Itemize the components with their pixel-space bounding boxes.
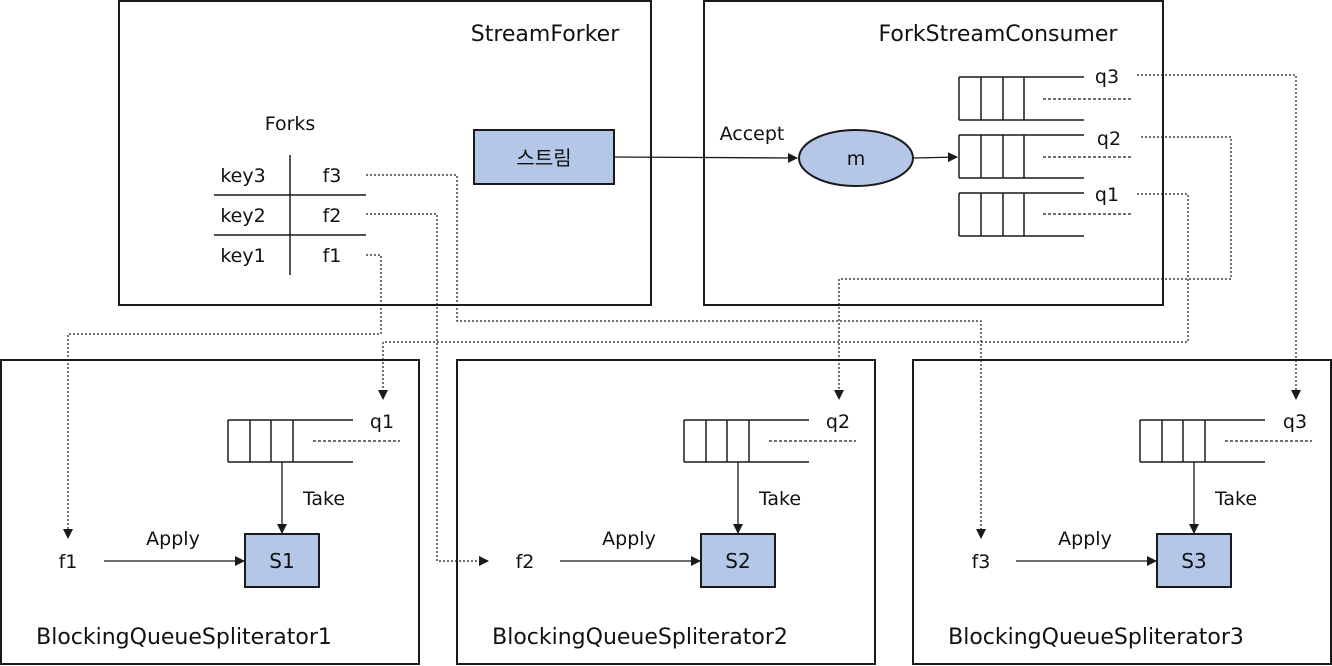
spliterator-3-box: BlockingQueueSpliterator3 q3 Take f3 App… [912, 359, 1332, 665]
spliterator-3-stream-node [1156, 533, 1232, 588]
stream-forker-title: StreamForker [471, 22, 620, 47]
spliterator-2-queue [683, 419, 856, 463]
spliterator-1-queue [227, 419, 400, 463]
m-node [798, 129, 914, 187]
consumer-queue-q1 [958, 192, 1132, 237]
spliterator-1-title: BlockingQueueSpliterator1 [36, 625, 332, 650]
spliterator-2-fork-label: f2 [516, 551, 535, 573]
spliterator-3-fork-label: f3 [972, 551, 991, 573]
m-to-queue-arrow [913, 152, 958, 163]
spliterator-1-queue-label: q1 [370, 411, 394, 433]
stream-node [473, 129, 615, 185]
forks-key-1: key1 [220, 245, 265, 267]
q3-connector [1137, 74, 1301, 400]
forks-label: Forks [265, 113, 316, 135]
spliterator-2-stream-label: S2 [725, 549, 750, 573]
consumer-queue-q3-label: q3 [1095, 66, 1119, 88]
consumer-queue-q1-label: q1 [1095, 184, 1119, 206]
spliterator-2-stream-node [700, 533, 776, 588]
spliterator-1-stream-label: S1 [269, 549, 294, 573]
spliterator-3-apply-label: Apply [1058, 528, 1112, 550]
consumer-queue-q2 [958, 134, 1132, 179]
q1-connector [378, 193, 1189, 400]
f2-connector [366, 213, 489, 566]
spliterator-2-queue-label: q2 [826, 411, 850, 433]
consumer-queue-q3 [958, 76, 1132, 121]
spliterator-2-take-label: Take [758, 488, 801, 510]
spliterator-2-apply-label: Apply [602, 528, 656, 550]
forks-key-3: key3 [220, 165, 265, 187]
spliterator-3-title: BlockingQueueSpliterator3 [948, 625, 1244, 650]
consumer-queue-q2-label: q2 [1097, 128, 1121, 150]
f1-connector [63, 254, 382, 539]
forks-value-2: f2 [323, 205, 342, 227]
forks-value-1: f1 [323, 245, 342, 267]
spliterator-1-stream-node [244, 533, 320, 588]
spliterator-3-stream-label: S3 [1181, 549, 1206, 573]
stream-to-m-arrow [613, 152, 798, 163]
spliterator-2-title: BlockingQueueSpliterator2 [492, 625, 788, 650]
spliterator-3-queue [1139, 419, 1312, 463]
spliterator-1-take-label: Take [302, 488, 345, 510]
spliterator-3-frame [912, 359, 1332, 665]
fork-stream-consumer-title: ForkStreamConsumer [879, 22, 1119, 47]
f3-connector [366, 174, 986, 539]
q2-connector [834, 136, 1232, 400]
spliterator-1-apply-label: Apply [146, 528, 200, 550]
forks-key-2: key2 [220, 205, 265, 227]
fork-stream-consumer-box: ForkStreamConsumer Accept m q3 q2 [703, 0, 1164, 306]
spliterator-1-frame [0, 359, 420, 665]
fork-stream-consumer-frame [703, 0, 1164, 306]
spliterator-2-box: BlockingQueueSpliterator2 q2 Take f2 App… [456, 359, 876, 665]
accept-label: Accept [720, 123, 785, 145]
m-node-label: m [847, 148, 866, 170]
forks-value-3: f3 [323, 165, 342, 187]
spliterator-2-frame [456, 359, 876, 665]
spliterator-3-queue-label: q3 [1283, 411, 1307, 433]
spliterator-1-box: BlockingQueueSpliterator1 q1 Take f1 App… [0, 359, 420, 665]
stream-forker-box: StreamForker Forks key3 f3 key2 f2 key1 … [118, 0, 652, 306]
stream-node-label: 스트림 [516, 146, 571, 170]
spliterator-3-take-label: Take [1214, 488, 1257, 510]
spliterator-1-fork-label: f1 [59, 551, 78, 573]
